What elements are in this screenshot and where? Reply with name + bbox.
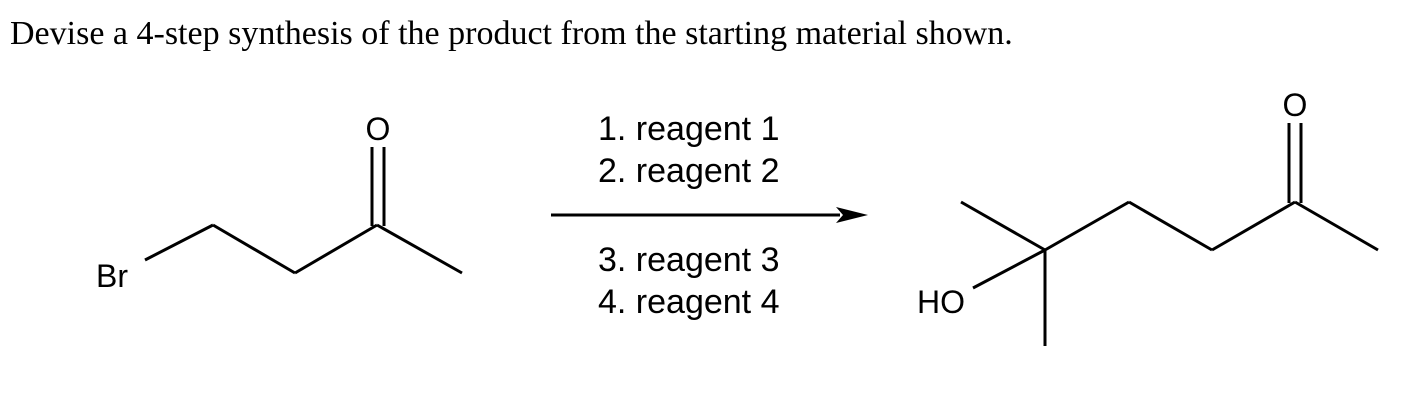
bond-c2-c1 <box>1294 200 1379 252</box>
bromine-atom-label: Br <box>96 258 128 294</box>
bond-c5-c4 <box>1044 200 1130 252</box>
arrow-head <box>836 207 868 223</box>
bond-methyl-top-c5 <box>960 200 1046 252</box>
bond-c2-c1 <box>376 223 463 275</box>
carbonyl-oxygen-label: O <box>1283 87 1308 123</box>
reagent-step-4: 4. reagent 4 <box>598 283 779 321</box>
starting-material: Br O <box>96 111 463 294</box>
hydroxyl-label: HO <box>917 284 965 320</box>
bond-o-c5 <box>972 248 1046 290</box>
bond-c4-c3 <box>1128 200 1213 252</box>
bond-c3-c2 <box>294 223 378 275</box>
reagent-step-1: 1. reagent 1 <box>598 110 779 148</box>
bond-c4-c3 <box>212 223 296 275</box>
product: HO O <box>917 87 1379 346</box>
carbonyl-oxygen-label: O <box>366 111 391 147</box>
reagent-step-3: 3. reagent 3 <box>598 241 779 279</box>
reaction-arrow: 1. reagent 1 2. reagent 2 3. reagent 3 4… <box>551 110 868 321</box>
question-text: Devise a 4-step synthesis of the product… <box>10 15 1013 52</box>
reagent-step-2: 2. reagent 2 <box>598 152 779 190</box>
bond-br-c4 <box>144 223 214 262</box>
bond-c3-c2 <box>1211 200 1296 252</box>
